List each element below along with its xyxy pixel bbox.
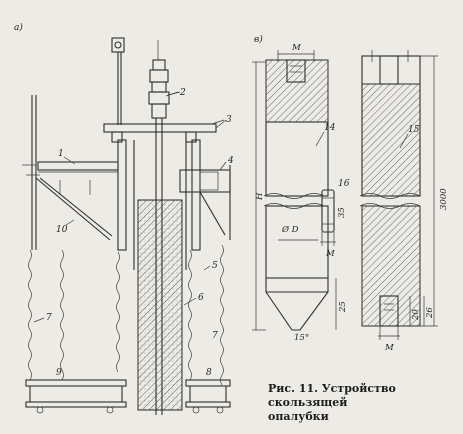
hoist-hook [111,37,125,125]
dim-3000: 3000 [439,188,449,210]
dim-m-top: М [291,43,301,53]
jack-rod-14 [263,50,329,331]
part-14: 14 [324,123,336,133]
part-5: 5 [212,261,218,271]
caption-line-1: Рис. 11. Устройство скользящей [268,382,396,409]
part-8: 8 [206,368,212,378]
part-4: 4 [227,156,234,166]
part-15: 15 [408,125,420,135]
dim-h: Н [255,192,265,201]
yoke-leg-right [191,139,201,251]
panel-a-label: а) [14,22,23,33]
part-2: 2 [179,88,186,98]
part-16: 16 [338,179,350,189]
panel-b-label: в) [254,34,263,45]
suspension-chain-left [28,249,120,381]
part-3: 3 [226,115,232,125]
dim-angle: 15° [294,333,309,343]
yoke-leg-left [117,139,127,251]
part-7-left: 7 [46,313,52,323]
dim-m-small: М [325,249,335,259]
dim-26: 26 [425,307,435,319]
jack-rod-15 [359,50,421,340]
connecting-pin-16 [320,189,336,246]
caption-line-2: опалубки [268,410,329,423]
outer-platform [179,165,231,240]
hydraulic-jack [148,40,181,119]
dim-m-bottom: М [384,343,394,353]
figure-caption: Рис. 11. Устройство скользящей опалубки [268,382,458,424]
hanging-scaffold-right [185,379,231,414]
dim-25: 25 [338,301,348,313]
hanging-scaffold-left [25,379,127,414]
part-9: 9 [56,368,62,378]
dim-35: 35 [337,207,347,218]
part-1: 1 [58,149,64,159]
suspension-chain-right [188,244,224,386]
dim-20: 20 [411,309,421,321]
part-6: 6 [198,293,204,303]
yoke-beam [103,119,227,143]
working-platform [22,95,119,250]
dim-diameter: Ø D [281,224,299,235]
part-10: 10 [56,225,68,235]
part-7-right: 7 [212,331,218,341]
